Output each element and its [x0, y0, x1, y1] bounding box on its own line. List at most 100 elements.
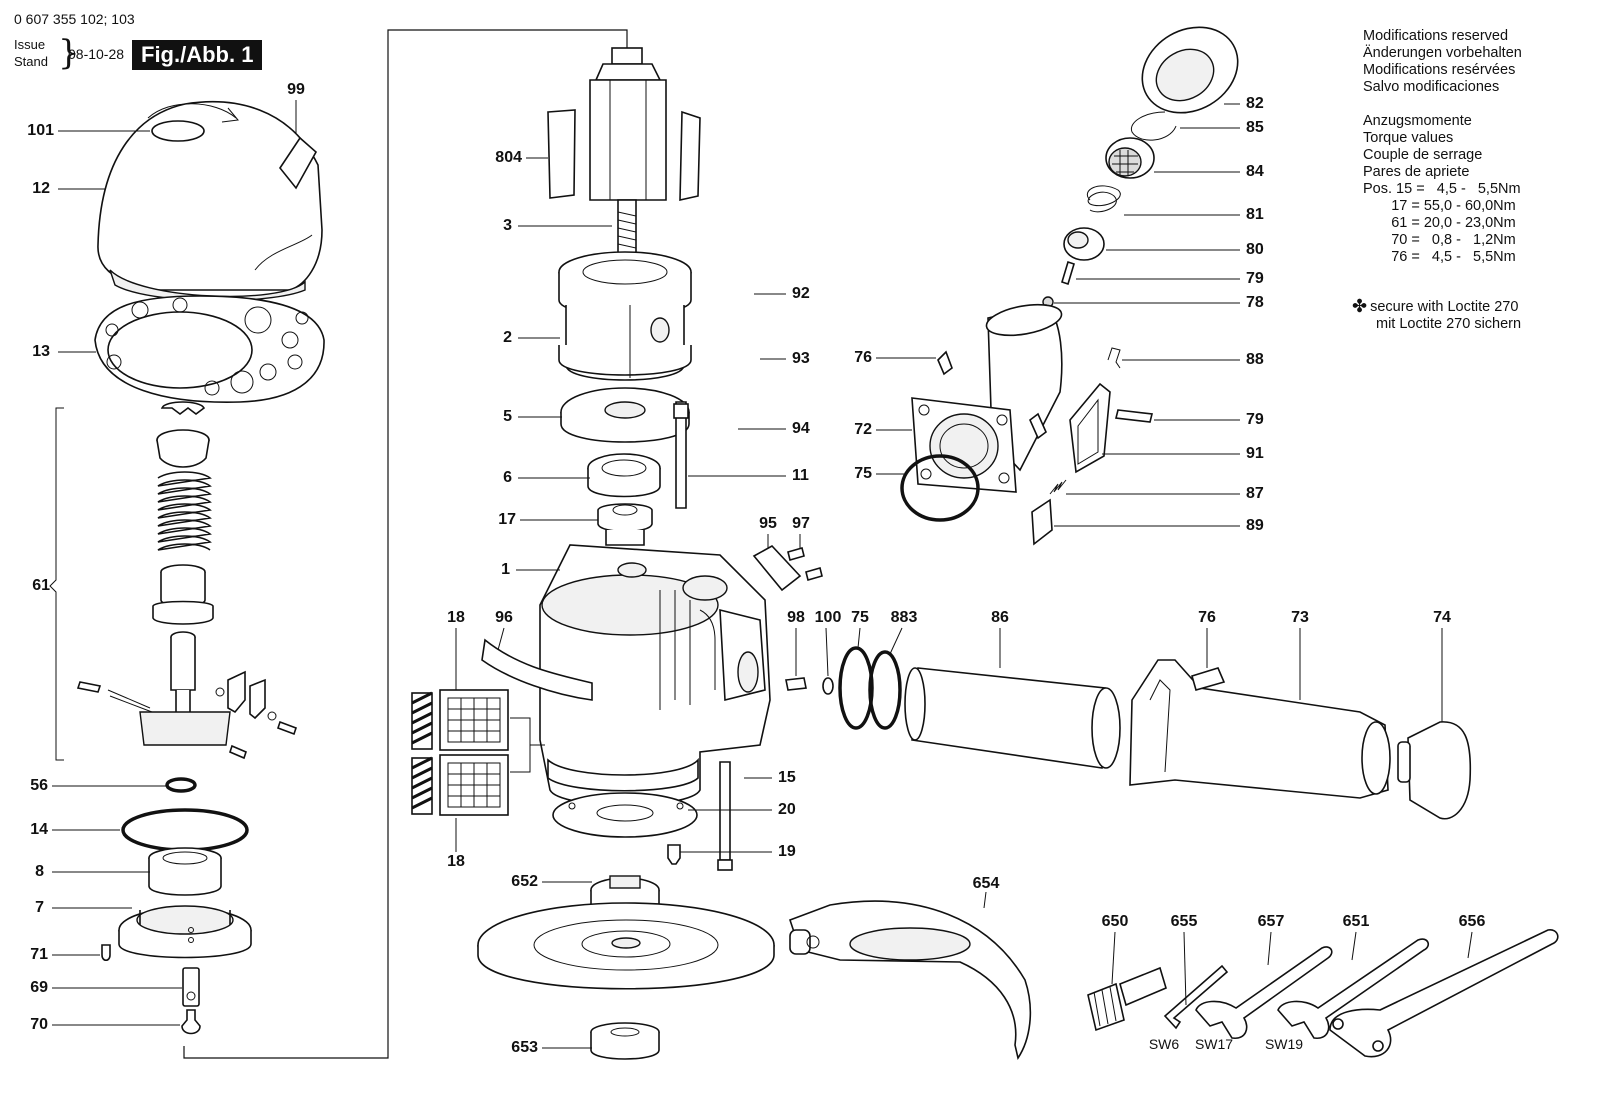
part-79-pin-a	[1061, 260, 1075, 286]
part-8-bearing	[148, 847, 222, 896]
part-95-plate	[752, 544, 802, 592]
connector-frame	[183, 29, 628, 1059]
part-76-handle-screw	[1191, 667, 1226, 691]
tool-size-label: SW19	[1264, 1036, 1304, 1052]
callout-76: 76	[1198, 609, 1216, 626]
callout-657: 657	[1257, 913, 1285, 930]
callout-84: 84	[1246, 163, 1264, 180]
part-804-vane-right	[679, 110, 701, 202]
callout-81: 81	[1246, 206, 1264, 223]
part-70-screw	[181, 1009, 201, 1035]
notes-panel: Modifications reserved Änderungen vorbeh…	[1363, 28, 1522, 266]
callout-94: 94	[792, 420, 810, 437]
part-61-valve-assembly	[76, 401, 298, 760]
part-14-o-ring	[121, 808, 249, 852]
callout-79: 79	[1246, 270, 1264, 287]
part-18-filter-b	[439, 754, 509, 816]
part-89-plate	[1031, 498, 1053, 546]
part-79-pin-b	[1115, 409, 1153, 423]
callout-653: 653	[511, 1039, 538, 1056]
callout-99: 99	[287, 81, 305, 98]
tool-size-label: SW6	[1148, 1036, 1180, 1052]
callout-19: 19	[778, 843, 796, 860]
torque-title-line: Torque values	[1363, 130, 1454, 146]
part-6-bearing	[587, 453, 661, 498]
callout-8: 8	[35, 863, 44, 880]
part-87-spring	[1049, 479, 1067, 495]
drawing-number: 0 607 355 102; 103	[14, 11, 135, 27]
modifications-line: Modifications reserved	[1363, 28, 1509, 44]
callout-73: 73	[1291, 609, 1309, 626]
callout-76: 76	[854, 349, 872, 366]
part-12-cover	[97, 101, 323, 302]
loctite-symbol-icon: ✤	[1352, 296, 1368, 316]
callout-883: 883	[890, 609, 918, 626]
part-13-gasket	[94, 295, 325, 403]
part-20-gasket	[552, 792, 698, 838]
callout-89: 89	[1246, 517, 1264, 534]
torque-row: 76 = 4,5 - 5,5Nm	[1363, 249, 1516, 265]
torque-row: Pos. 15 = 4,5 - 5,5Nm	[1363, 181, 1521, 197]
part-654-wheel-guard	[788, 900, 1032, 1060]
callout-12: 12	[32, 180, 50, 197]
loctite-note: ✤secure with Loctite 270 mit Loctite 270…	[1352, 296, 1521, 333]
issue-label: Issue	[14, 37, 46, 52]
hatched-strip	[411, 691, 433, 815]
callout-1: 1	[501, 561, 510, 578]
part-86-tube	[904, 667, 1121, 769]
callout-11: 11	[792, 467, 809, 484]
part-73-handle	[1129, 659, 1391, 799]
callout-97: 97	[792, 515, 810, 532]
part-18-filter-a	[439, 689, 509, 751]
part-655-hex-key	[1163, 964, 1229, 1030]
callout-804: 804	[495, 149, 522, 166]
part-804-vane-left	[547, 109, 576, 199]
callout-2: 2	[503, 329, 512, 346]
part-2-cylinder	[558, 251, 692, 381]
torque-title-line: Couple de serrage	[1363, 147, 1483, 163]
callout-654: 654	[972, 875, 1000, 892]
callout-3: 3	[503, 217, 512, 234]
figure-label: Fig./Abb. 1	[132, 40, 263, 70]
callout-79: 79	[1246, 411, 1264, 428]
modifications-line: Modifications resérvées	[1363, 62, 1516, 78]
torque-title-line: Anzugsmomente	[1363, 113, 1472, 129]
callout-91: 91	[1246, 445, 1264, 462]
callout-650: 650	[1101, 913, 1129, 930]
callout-92: 92	[792, 285, 810, 302]
callout-61: 61	[32, 577, 50, 594]
part-17-nut	[597, 503, 653, 546]
callout-82: 82	[1246, 95, 1264, 112]
callout-18: 18	[447, 853, 465, 870]
part-7-housing	[118, 905, 252, 959]
part-99-label	[279, 136, 318, 190]
callout-652: 652	[511, 873, 538, 890]
part-11-pin	[675, 401, 687, 509]
callout-13: 13	[32, 343, 50, 360]
modifications-line: Salvo modificaciones	[1363, 79, 1500, 95]
callout-7: 7	[35, 899, 44, 916]
callout-80: 80	[1246, 241, 1264, 258]
part-98-screw	[785, 677, 807, 691]
loctite-line-en: secure with Loctite 270	[1370, 299, 1519, 315]
modifications-note: Modifications reserved Änderungen vorbeh…	[1363, 28, 1522, 96]
callout-75: 75	[854, 465, 872, 482]
callout-655: 655	[1170, 913, 1198, 930]
callout-56: 56	[30, 777, 48, 794]
callout-98: 98	[787, 609, 805, 626]
callout-74: 74	[1433, 609, 1451, 626]
callout-100: 100	[814, 609, 842, 626]
part-84-filter	[1105, 137, 1155, 179]
part-75-motor-o-ring	[900, 454, 980, 522]
callout-78: 78	[1246, 294, 1264, 311]
callout-656: 656	[1458, 913, 1486, 930]
callout-86: 86	[991, 609, 1009, 626]
callout-69: 69	[30, 979, 48, 996]
callout-88: 88	[1246, 351, 1264, 368]
part-3-rotor	[589, 47, 667, 273]
callout-71: 71	[30, 946, 48, 963]
callout-72: 72	[854, 421, 872, 438]
issue-brace: }	[58, 33, 80, 73]
callout-101: 101	[27, 122, 54, 139]
